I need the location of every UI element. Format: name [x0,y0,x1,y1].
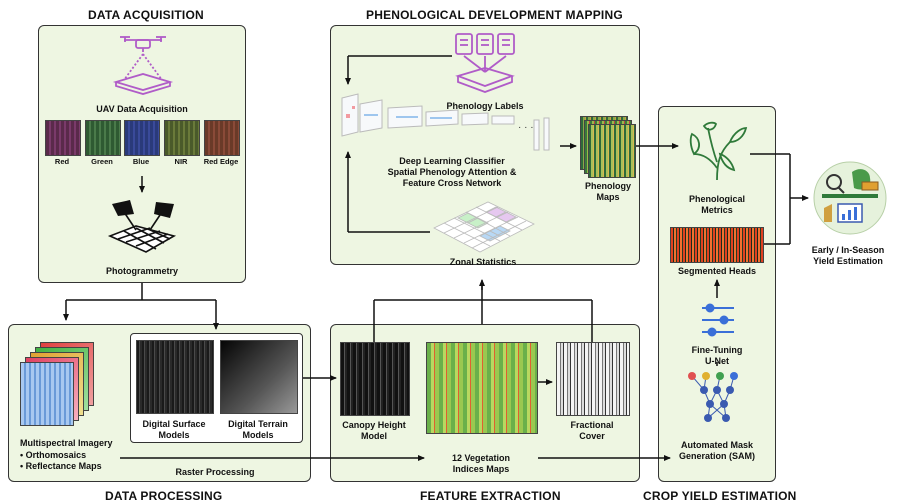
drone-icon [112,36,174,95]
metrics-line-2: Metrics [701,205,733,215]
phenology-maps-line-1: Phenology [584,181,631,191]
band-image-red-edge [204,120,240,156]
title-data-processing: DATA PROCESSING [105,489,223,503]
fractional-cover-line-2: Cover [579,431,605,441]
metrics-line-1: Phenological [688,194,745,204]
title-crop-yield: CROP YIELD ESTIMATION [643,489,797,503]
title-phenological-mapping: PHENOLOGICAL DEVELOPMENT MAPPING [366,8,623,22]
yield-output-line-1: Early / In-Season [811,245,885,255]
dtm-label-line-2: Models [242,430,274,440]
band-label-red: Red [54,157,70,166]
band-image-blue [124,120,160,156]
vegetation-indices-line-2: Indices Maps [452,464,510,474]
classifier-line-1: Deep Learning Classifier [399,156,505,166]
fractional-cover-image [556,342,630,416]
yield-output-line-2: Yield Estimation [813,256,883,266]
band-label-green: Green [91,157,113,166]
band-image-green [85,120,121,156]
multispectral-label: Multispectral Imagery [20,438,113,448]
dsm-label-line-2: Models [158,430,190,440]
dtm-image [220,340,298,414]
neural-network-graphic: · · · [341,93,550,151]
classifier-line-2: Spatial Phenology Attention & [387,167,517,177]
sam-line-1: Automated Mask [680,440,753,450]
phenology-labels-icon [455,33,515,93]
bullet-reflectance: • Reflectance Maps [20,461,102,471]
band-image-nir [164,120,200,156]
band-label-red-edge: Red Edge [203,157,239,166]
band-label-nir: NIR [174,157,188,166]
phenology-labels-label: Phenology Labels [446,101,524,111]
canopy-height-line-1: Canopy Height [342,420,406,430]
zonal-statistics-grid [433,201,535,253]
svg-text:· · ·: · · · [518,122,534,133]
uav-label: UAV Data Acquisition [96,104,188,114]
sam-network-icon [688,372,738,422]
dsm-image [136,340,214,414]
raster-processing-label: Raster Processing [175,467,255,477]
phenology-maps-line-2: Maps [596,192,620,202]
title-feature-extraction: FEATURE EXTRACTION [420,489,561,503]
title-data-acquisition: DATA ACQUISITION [88,8,204,22]
plant-growth-icon [689,121,748,181]
zonal-statistics-label: Zonal Statistics [449,257,517,267]
segmented-heads-image [670,227,764,263]
canopy-height-image [340,342,410,416]
sam-line-2: Generation (SAM) [678,451,755,461]
fractional-cover-line-1: Fractional [570,420,614,430]
bullet-orthomosaics-text: Orthomosaics [25,450,87,460]
unet-line-1: Fine-Tuning [691,345,743,355]
photogrammetry-icon [107,200,177,253]
bullet-orthomosaics: • Orthomosaics [20,450,87,460]
canopy-height-line-2: Model [361,431,387,441]
photogrammetry-label: Photogrammetry [105,266,178,276]
segmented-heads-label: Segmented Heads [677,266,757,276]
dtm-label-line-1: Digital Terrain [228,419,288,429]
vegetation-indices-line-1: 12 Vegetation [451,453,511,463]
fine-tuning-sliders-icon [702,303,734,337]
bullet-reflectance-text: Reflectance Maps [25,461,102,471]
unet-line-2: U-Net [705,356,729,366]
dsm-label-line-1: Digital Surface [142,419,206,429]
yield-estimation-icon [813,161,887,235]
vegetation-indices-image [426,342,538,434]
classifier-line-3: Feature Cross Network [402,178,502,188]
band-label-blue: Blue [132,157,150,166]
band-image-red [45,120,81,156]
